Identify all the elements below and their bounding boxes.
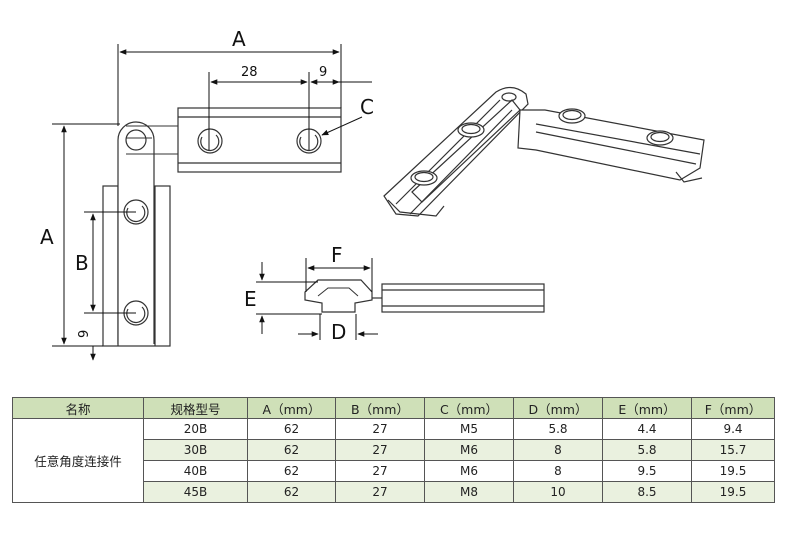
profile-section xyxy=(304,279,373,313)
table-cell: 10 xyxy=(513,481,603,503)
dim-label-c: C xyxy=(360,95,374,119)
header-cell: C（mm） xyxy=(424,397,514,419)
table-header-row: 名称 规格型号 A（mm） B（mm） C（mm） D（mm） E（mm） F（… xyxy=(12,397,775,419)
front-dimensions xyxy=(52,44,372,361)
table-cell: M6 xyxy=(424,439,514,461)
table-cell: 9.5 xyxy=(602,460,692,482)
table-cell: 30B xyxy=(143,439,248,461)
table-cell: 62 xyxy=(247,460,336,482)
dim-label-a-top: A xyxy=(232,27,246,51)
dim-label-9-top: 9 xyxy=(319,65,327,80)
dim-label-28: 28 xyxy=(241,65,258,80)
header-cell: D（mm） xyxy=(513,397,603,419)
product-name-cell: 任意角度连接件 xyxy=(12,418,144,503)
horizontal-arm xyxy=(177,107,342,173)
iso-arm-right xyxy=(517,109,705,181)
header-cell: F（mm） xyxy=(691,397,775,419)
header-cell: B（mm） xyxy=(335,397,425,419)
table-cell: 5.8 xyxy=(602,439,692,461)
table-cell: 15.7 xyxy=(691,439,775,461)
header-cell: 规格型号 xyxy=(143,397,248,419)
profile-view xyxy=(304,279,545,313)
table-cell: 5.8 xyxy=(513,418,603,440)
table-cell: M6 xyxy=(424,460,514,482)
dim-label-d: D xyxy=(331,320,346,344)
table-cell: 27 xyxy=(335,481,425,503)
table-cell: 62 xyxy=(247,418,336,440)
table-row: 40B 62 27 M6 8 9.5 19.5 xyxy=(13,460,775,482)
table-row: 45B 62 27 M8 10 8.5 19.5 xyxy=(13,481,775,503)
dim-label-9-side: 9 xyxy=(77,330,92,338)
dim-label-b: B xyxy=(75,251,89,275)
table-cell: 27 xyxy=(335,460,425,482)
table-cell: 27 xyxy=(335,418,425,440)
table-cell: 40B xyxy=(143,460,248,482)
dim-label-f: F xyxy=(331,243,343,267)
hinge-link xyxy=(117,121,155,344)
table-cell: 4.4 xyxy=(602,418,692,440)
technical-drawing: A 28 9 C A B 9 xyxy=(40,27,705,361)
front-view xyxy=(102,107,342,347)
table-cell: 8.5 xyxy=(602,481,692,503)
pivot-circle xyxy=(125,129,147,151)
profile-bar xyxy=(381,283,545,313)
table-cell: 8 xyxy=(513,439,603,461)
dim-label-a-side: A xyxy=(40,225,54,249)
table-cell: 62 xyxy=(247,481,336,503)
table-cell: 62 xyxy=(247,439,336,461)
dim-label-e: E xyxy=(244,287,257,311)
table-row: 任意角度连接件 20B 62 27 M5 5.8 4.4 9.4 xyxy=(12,418,775,503)
table-cell: 45B xyxy=(143,481,248,503)
table-cell: 20B xyxy=(143,418,248,440)
table-cell: 8 xyxy=(513,460,603,482)
table-cell: 27 xyxy=(335,439,425,461)
profile-dimensions xyxy=(256,258,378,340)
hole-thread xyxy=(200,134,220,152)
spec-table: 名称 规格型号 A（mm） B（mm） C（mm） D（mm） E（mm） F（… xyxy=(12,397,775,503)
table-cell: 19.5 xyxy=(691,460,775,482)
table-cell: 9.4 xyxy=(691,418,775,440)
hole-thread xyxy=(299,134,319,152)
table-cell: 19.5 xyxy=(691,481,775,503)
header-cell: 名称 xyxy=(12,397,144,419)
table-cell: M8 xyxy=(424,481,514,503)
isometric-view xyxy=(383,86,705,217)
header-cell: E（mm） xyxy=(602,397,692,419)
hole-circle xyxy=(197,128,223,154)
header-cell: A（mm） xyxy=(247,397,336,419)
table-cell: M5 xyxy=(424,418,514,440)
